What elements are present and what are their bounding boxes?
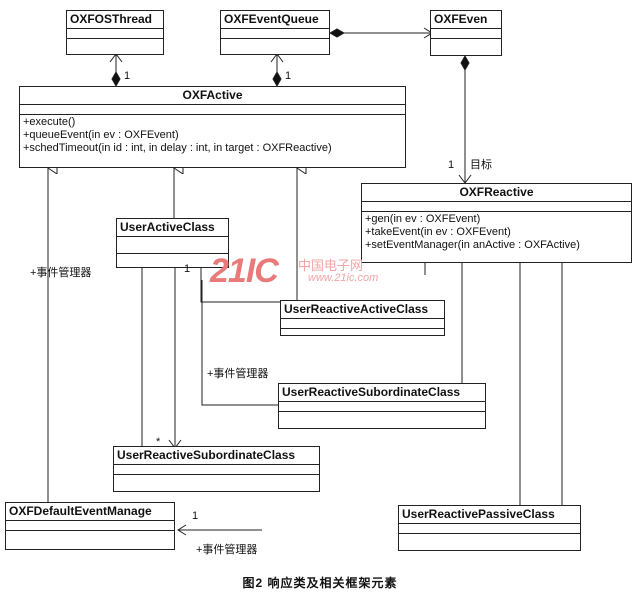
class-name: OXFReactive <box>362 184 631 202</box>
class-oxfosthread: OXFOSThread <box>66 10 164 55</box>
watermark-url: www.21ic.com <box>308 272 379 284</box>
class-useractiveclass: UserActiveClass <box>116 218 229 268</box>
role-event-manager-3: +事件管理器 <box>196 544 258 556</box>
role-event-manager-2: +事件管理器 <box>207 368 269 380</box>
operations-section <box>221 39 329 48</box>
attributes-section <box>117 237 228 254</box>
assoc-subordinate1-useractive <box>201 280 278 406</box>
operations-section: +execute() +queueEvent(in ev : OXFEvent)… <box>20 115 405 156</box>
attributes-section <box>114 465 319 475</box>
class-oxfactive: OXFActive +execute() +queueEvent(in ev :… <box>19 86 406 168</box>
attributes-section <box>20 105 405 115</box>
operations-section <box>6 531 174 540</box>
diamond-active-queue <box>272 70 282 88</box>
assoc-useractive-reactiveactive <box>200 252 296 303</box>
role-target: 目标 <box>470 159 492 171</box>
class-name: OXFEven <box>431 11 501 29</box>
operation-execute: +execute() <box>23 116 76 128</box>
diamond-active-osthread <box>111 70 121 88</box>
multiplicity-useractive: 1 <box>184 263 191 275</box>
multiplicity-manage: 1 <box>192 510 199 522</box>
class-userreactivesubordinateclass-1: UserReactiveSubordinateClass <box>278 383 486 429</box>
multiplicity-target: 1 <box>448 159 455 171</box>
class-name: OXFEventQueue <box>221 11 329 29</box>
multiplicity-osthread: 1 <box>124 70 131 82</box>
role-event-manager-1: +事件管理器 <box>30 267 92 279</box>
class-oxfreactive: OXFReactive +gen(in ev : OXFEvent) +take… <box>361 183 632 263</box>
operations-section <box>279 412 485 421</box>
attributes-section <box>6 521 174 531</box>
operations-section <box>431 39 501 48</box>
diamond-queue-event <box>328 28 346 38</box>
attributes-section <box>362 202 631 212</box>
attributes-section <box>281 319 444 329</box>
open-arrow-manage <box>177 524 187 536</box>
attributes-section <box>399 524 580 534</box>
multiplicity-star: * <box>156 436 161 448</box>
class-name: OXFOSThread <box>67 11 163 29</box>
class-name: UserReactiveActiveClass <box>281 301 444 319</box>
class-name: UserActiveClass <box>117 219 228 237</box>
operation-queueevent: +queueEvent(in ev : OXFEvent) <box>23 129 179 141</box>
operation-schedtimeout: +schedTimeout(in id : int, in delay : in… <box>23 142 332 154</box>
attributes-section <box>279 402 485 412</box>
class-name: OXFActive <box>20 87 405 105</box>
figure-caption: 图2 响应类及相关框架元素 <box>242 576 398 590</box>
class-userreactiveactiveclass: UserReactiveActiveClass <box>280 300 445 336</box>
operation-gen: +gen(in ev : OXFEvent) <box>365 213 481 225</box>
class-oxfeven: OXFEven <box>430 10 502 56</box>
class-userreactivesubordinateclass-2: UserReactiveSubordinateClass <box>113 446 320 492</box>
class-name: UserReactiveSubordinateClass <box>279 384 485 402</box>
watermark-logo: 21IC 中国电子网 www.21ic.com <box>210 252 378 291</box>
operations-section <box>399 534 580 543</box>
watermark-brand: 21IC <box>210 252 279 290</box>
class-name: UserReactivePassiveClass <box>399 506 580 524</box>
watermark-cn: 中国电子网 <box>298 258 364 273</box>
operation-takeevent: +takeEvent(in ev : OXFEvent) <box>365 226 511 238</box>
diamond-event-reactive <box>460 54 470 72</box>
class-oxfdefaulteventmanage: OXFDefaultEventManage <box>5 502 175 550</box>
class-userreactivepassiveclass: UserReactivePassiveClass <box>398 505 581 551</box>
operations-section <box>67 39 163 48</box>
operations-section <box>281 329 444 338</box>
attributes-section <box>221 29 329 39</box>
class-oxfeventqueue: OXFEventQueue <box>220 10 330 55</box>
operations-section <box>114 475 319 484</box>
attributes-section <box>67 29 163 39</box>
operation-seteventmanager: +setEventManager(in anActive : OXFActive… <box>365 239 580 251</box>
attributes-section <box>431 29 501 39</box>
operations-section: +gen(in ev : OXFEvent) +takeEvent(in ev … <box>362 212 631 253</box>
class-name: OXFDefaultEventManage <box>6 503 174 521</box>
multiplicity-queue: 1 <box>285 70 292 82</box>
class-name: UserReactiveSubordinateClass <box>114 447 319 465</box>
